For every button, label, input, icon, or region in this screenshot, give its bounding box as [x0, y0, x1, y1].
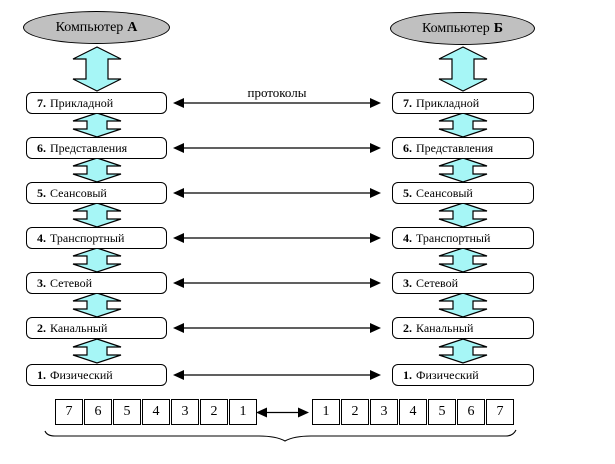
layer-number: 6. — [403, 140, 412, 155]
layer-name: Физический — [50, 367, 113, 382]
layer-box-a-2: 2. Канальный — [26, 317, 167, 339]
frame-cell: 5 — [113, 399, 141, 425]
layer-box-b-7: 7. Прикладной — [392, 92, 534, 114]
layer-name: Физический — [416, 367, 479, 382]
layer-box-b-5: 5. Сеансовый — [392, 182, 534, 204]
layer-name: Канальный — [416, 320, 474, 335]
layer-name: Сетевой — [416, 275, 459, 290]
computer-a-link-arrow-icon — [72, 46, 122, 92]
protocol-arrow-3-icon — [173, 278, 381, 288]
layer-number: 2. — [37, 320, 46, 335]
layer-name: Сетевой — [50, 275, 93, 290]
layer-number: 1. — [403, 367, 412, 382]
computer-b-link-arrow-icon — [438, 46, 488, 92]
frame-sequence-left: 7 6 5 4 3 2 1 — [55, 399, 257, 425]
interlayer-arrow-b-icon — [438, 112, 488, 138]
underbrace-icon — [44, 429, 517, 442]
frame-cell: 2 — [200, 399, 228, 425]
interlayer-arrow-b-icon — [438, 247, 488, 273]
layer-number: 3. — [403, 275, 412, 290]
layer-number: 3. — [37, 275, 46, 290]
protocol-arrow-5-icon — [173, 188, 381, 198]
layer-name: Сеансовый — [50, 185, 107, 200]
layer-box-a-3: 3. Сетевой — [26, 272, 167, 294]
protocol-arrow-2-icon — [173, 323, 381, 333]
layer-name: Прикладной — [50, 95, 114, 110]
interlayer-arrow-a-icon — [72, 202, 122, 228]
frame-cell: 2 — [341, 399, 369, 425]
layer-name: Канальный — [50, 320, 108, 335]
frame-cell: 7 — [55, 399, 83, 425]
frame-cell: 6 — [84, 399, 112, 425]
interlayer-arrow-b-icon — [438, 338, 488, 364]
interlayer-arrow-b-icon — [438, 202, 488, 228]
layer-box-b-3: 3. Сетевой — [392, 272, 534, 294]
layer-name: Сеансовый — [416, 185, 473, 200]
layer-number: 5. — [37, 185, 46, 200]
interlayer-arrow-a-icon — [72, 292, 122, 318]
interlayer-arrow-a-icon — [72, 157, 122, 183]
frame-cell: 5 — [428, 399, 456, 425]
protocol-arrow-6-icon — [173, 143, 381, 153]
computer-a-letter: А — [127, 19, 138, 35]
layer-box-b-4: 4. Транспортный — [392, 227, 534, 249]
layer-number: 4. — [37, 230, 46, 245]
layer-number: 5. — [403, 185, 412, 200]
protocols-label: протоколы — [247, 85, 307, 100]
computer-b-label: Компьютер — [422, 20, 490, 36]
layer-number: 6. — [37, 140, 46, 155]
layer-box-a-7: 7. Прикладной — [26, 92, 167, 114]
frame-cell: 4 — [142, 399, 170, 425]
layer-box-b-6: 6. Представления — [392, 137, 534, 159]
protocol-arrow-1-icon — [173, 370, 381, 380]
frame-cell: 6 — [457, 399, 485, 425]
frame-cell: 3 — [370, 399, 398, 425]
frame-cell: 4 — [399, 399, 427, 425]
layer-name: Прикладной — [416, 95, 480, 110]
interlayer-arrow-a-icon — [72, 338, 122, 364]
frame-cell: 3 — [171, 399, 199, 425]
layer-box-b-1: 1. Физический — [392, 364, 534, 386]
transmission-arrow-icon — [256, 407, 309, 418]
interlayer-arrow-a-icon — [72, 247, 122, 273]
frame-cell: 1 — [312, 399, 340, 425]
layer-box-a-5: 5. Сеансовый — [26, 182, 167, 204]
layer-box-b-2: 2. Канальный — [392, 317, 534, 339]
layer-number: 2. — [403, 320, 412, 335]
protocol-arrow-4-icon — [173, 233, 381, 243]
frame-cell: 1 — [229, 399, 257, 425]
interlayer-arrow-a-icon — [72, 112, 122, 138]
layer-name: Представления — [416, 140, 494, 155]
layer-name: Представления — [50, 140, 128, 155]
frame-cell: 7 — [486, 399, 514, 425]
layer-number: 4. — [403, 230, 412, 245]
layer-number: 1. — [37, 367, 46, 382]
layer-box-a-1: 1. Физический — [26, 364, 167, 386]
layer-number: 7. — [403, 95, 412, 110]
interlayer-arrow-b-icon — [438, 157, 488, 183]
computer-a-label: Компьютер — [55, 19, 124, 35]
frame-sequence-right: 1 2 3 4 5 6 7 — [312, 399, 514, 425]
layer-name: Транспортный — [50, 230, 125, 245]
layer-name: Транспортный — [416, 230, 491, 245]
layer-number: 7. — [37, 95, 46, 110]
interlayer-arrow-b-icon — [438, 292, 488, 318]
protocol-arrow-7-icon — [173, 98, 381, 108]
layer-box-a-6: 6. Представления — [26, 137, 167, 159]
computer-b-letter: Б — [493, 20, 503, 36]
layer-box-a-4: 4. Транспортный — [26, 227, 167, 249]
